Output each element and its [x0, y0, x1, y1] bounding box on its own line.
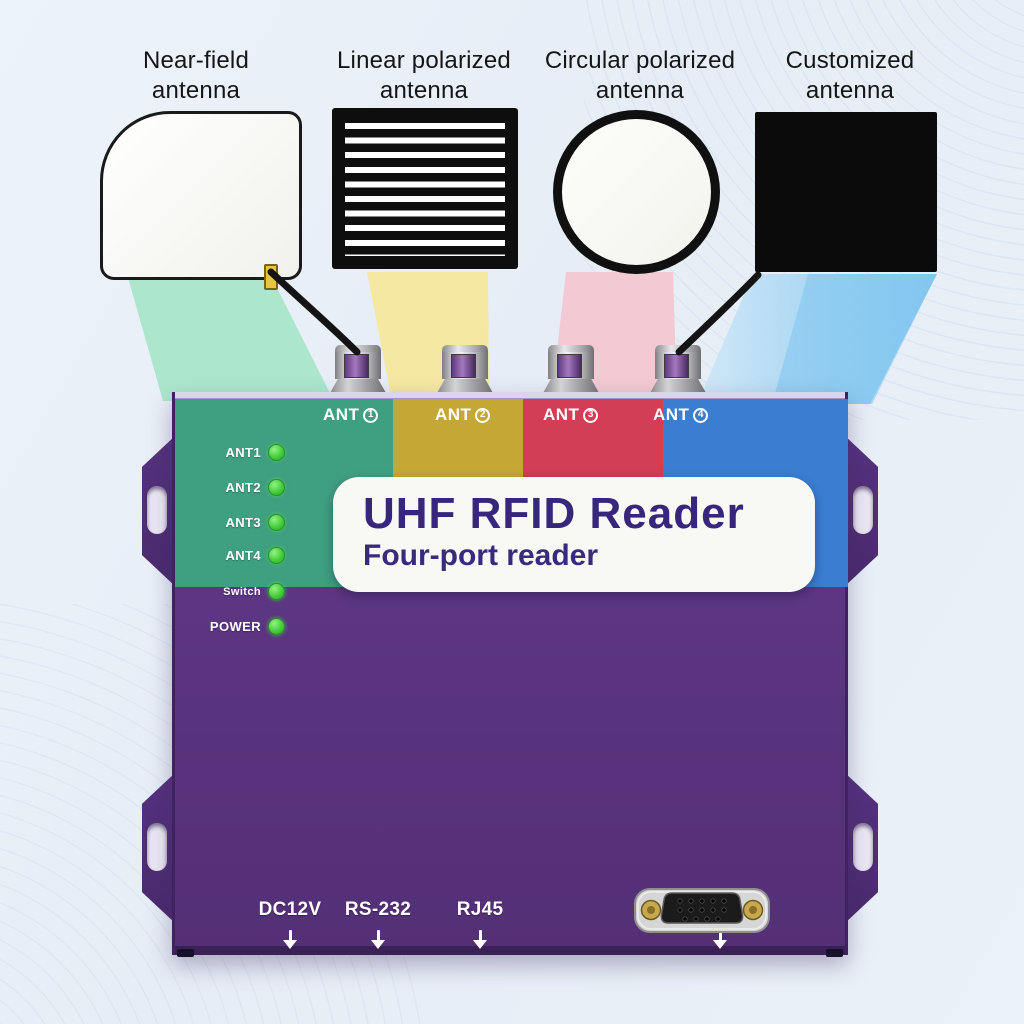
- circular-polarized-antenna-label: Circular polarized antenna: [544, 47, 736, 104]
- sma-cap: [442, 345, 488, 352]
- device-bottom-edge: [175, 946, 845, 955]
- led-indicator-icon: [268, 547, 285, 564]
- device-top-edge: [175, 392, 845, 399]
- cable-port1: [267, 268, 361, 356]
- led-row-ant2: ANT2: [199, 479, 285, 496]
- device-enclosure: ANT 1 ANT 2 ANT 3 ANT 4 ANT1 ANT2: [172, 345, 848, 957]
- sma-window: [451, 354, 476, 378]
- sma-base: [330, 379, 386, 393]
- port-label-text: ANT: [435, 405, 472, 424]
- sma-window: [664, 354, 689, 378]
- port-number-badge: 2: [475, 407, 491, 423]
- port-label-rs232: RS-232: [344, 899, 412, 920]
- beam-blue-inner: [772, 274, 937, 404]
- led-label: ANT3: [225, 515, 261, 530]
- product-subtitle: Four-port reader: [363, 539, 599, 572]
- led-row-ant4: ANT4: [199, 547, 285, 564]
- sma-cap: [548, 345, 594, 352]
- mounting-hole: [147, 486, 167, 534]
- sma-window: [557, 354, 582, 378]
- sma-barrel: [655, 352, 701, 379]
- sma-base: [650, 379, 706, 393]
- near-field-antenna-label: Near-field antenna: [142, 47, 250, 104]
- led-label: ANT2: [225, 480, 261, 495]
- product-title-card: UHF RFID Reader Four-port reader: [333, 477, 815, 592]
- down-arrow-icon: [473, 930, 487, 952]
- port-number-badge: 4: [693, 407, 709, 423]
- sma-base: [437, 379, 493, 393]
- mounting-hole: [853, 486, 873, 534]
- down-arrow-icon: [371, 930, 385, 952]
- linear-antenna-stripes: [345, 123, 505, 256]
- led-indicator-icon: [268, 444, 285, 461]
- db9-serial-connector: [634, 888, 770, 933]
- down-arrow-icon: [283, 930, 297, 952]
- port-label-text: ANT: [653, 405, 690, 424]
- port-label-ant1: ANT 1: [323, 405, 379, 425]
- sma-barrel: [442, 352, 488, 379]
- port-number-badge: 1: [363, 407, 379, 423]
- circular-polarized-antenna-image: [553, 110, 720, 274]
- linear-polarized-antenna-image: [332, 108, 518, 269]
- port-label-dc12v: DC12V: [258, 899, 322, 920]
- customized-antenna-image: [755, 112, 937, 272]
- port-label-text: ANT: [543, 405, 580, 424]
- sma-barrel: [335, 352, 381, 379]
- device-foot-left: [177, 949, 194, 957]
- down-arrow-icon: [713, 930, 727, 952]
- port-number-badge: 3: [583, 407, 599, 423]
- device-foot-right: [826, 949, 843, 957]
- sma-barrel: [548, 352, 594, 379]
- sma-connector-1: [330, 345, 386, 393]
- led-label: ANT1: [225, 445, 261, 460]
- sma-connector-2: [437, 345, 493, 393]
- led-row-ant1: ANT1: [199, 444, 285, 461]
- port-label-ant4: ANT 4: [653, 405, 709, 425]
- linear-polarized-antenna-label: Linear polarized antenna: [337, 47, 511, 104]
- near-field-antenna-image: [100, 111, 302, 290]
- rfid-reader-device: ANT 1 ANT 2 ANT 3 ANT 4 ANT1 ANT2: [142, 345, 878, 957]
- port-label-text: ANT: [323, 405, 360, 424]
- led-label: Switch: [223, 585, 261, 598]
- sma-base: [543, 379, 599, 393]
- led-label: POWER: [209, 619, 261, 634]
- led-indicator-icon: [268, 583, 285, 600]
- port-label-ant2: ANT 2: [435, 405, 491, 425]
- port-label-ant3: ANT 3: [543, 405, 599, 425]
- beam-green: [127, 274, 334, 401]
- led-row-ant3: ANT3: [199, 514, 285, 531]
- led-indicator-icon: [268, 618, 285, 635]
- panel-section-gold: [393, 399, 523, 491]
- led-indicator-icon: [268, 479, 285, 496]
- led-row-switch: Switch: [199, 583, 285, 600]
- led-row-power: POWER: [199, 618, 285, 635]
- led-label: ANT4: [225, 548, 261, 563]
- mounting-hole: [853, 823, 873, 871]
- cable-port4: [675, 271, 762, 356]
- led-indicator-icon: [268, 514, 285, 531]
- mounting-hole: [147, 823, 167, 871]
- product-title: UHF RFID Reader: [363, 489, 745, 538]
- port-label-rj45: RJ45: [456, 899, 504, 920]
- sma-connector-3: [543, 345, 599, 393]
- customized-antenna-label: Customized antenna: [785, 47, 915, 104]
